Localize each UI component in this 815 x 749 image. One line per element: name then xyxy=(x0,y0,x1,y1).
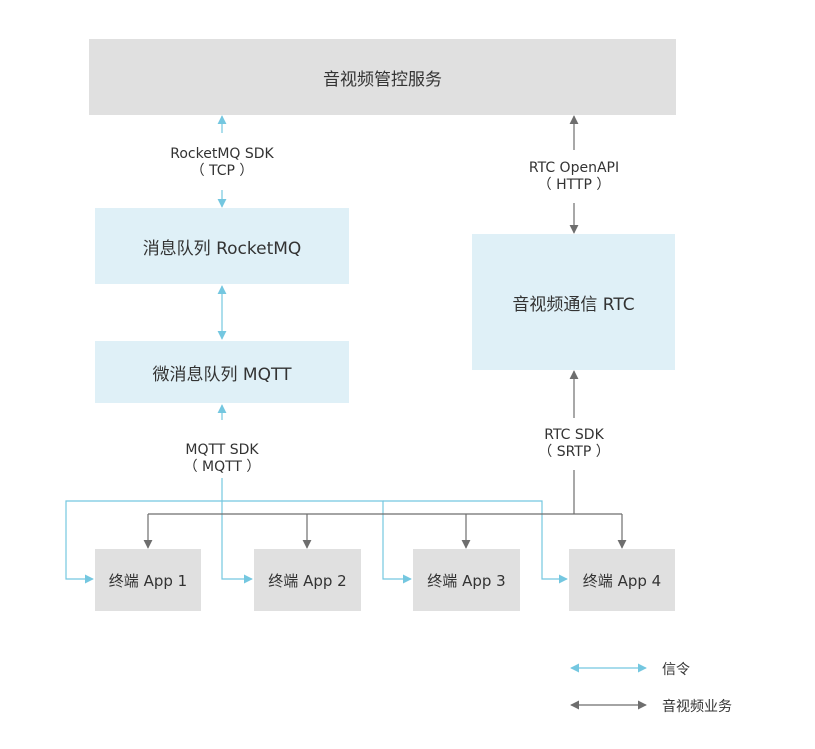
rocketmq-box: 消息队列 RocketMQ xyxy=(95,208,349,284)
app-label-4: 终端 App 4 xyxy=(582,571,662,590)
signaling-to-app-3 xyxy=(222,500,412,584)
app-box-2: 终端 App 2 xyxy=(254,549,361,611)
mqtt-label: 微消息队列 MQTT xyxy=(152,364,292,385)
app-box-1: 终端 App 1 xyxy=(95,549,201,611)
signaling-to-app-2 xyxy=(221,501,253,584)
rtc-sdk-label: RTC SDK （ SRTP ） xyxy=(514,427,634,461)
mqtt-box: 微消息队列 MQTT xyxy=(95,341,349,403)
rtc-openapi-line2: （ HTTP ） xyxy=(537,177,611,193)
control-service-box: 音视频管控服务 xyxy=(89,39,676,115)
mqtt-sdk-line1: MQTT SDK xyxy=(185,442,259,458)
legend-signaling-label: 信令 xyxy=(662,662,690,678)
rtc-sdk-line1: RTC SDK xyxy=(544,427,604,443)
rtc-openapi-label: RTC OpenAPI （ HTTP ） xyxy=(514,160,634,194)
app-box-4: 终端 App 4 xyxy=(569,549,675,611)
rocketmq-label: 消息队列 RocketMQ xyxy=(142,238,302,259)
rtc-sdk-line2: （ SRTP ） xyxy=(538,444,610,460)
rtc-openapi-line1: RTC OpenAPI xyxy=(528,160,620,176)
legend-media-label: 音视频业务 xyxy=(662,699,732,715)
rtc-box: 音视频通信 RTC xyxy=(472,234,675,370)
rocketmq-sdk-line1: RocketMQ SDK xyxy=(170,146,274,162)
app-label-3: 终端 App 3 xyxy=(427,571,506,590)
signaling-to-app-4 xyxy=(383,500,568,584)
rtc-label: 音视频通信 RTC xyxy=(512,294,635,315)
control-service-label: 音视频管控服务 xyxy=(323,69,442,90)
rocketmq-sdk-label: RocketMQ SDK （ TCP ） xyxy=(162,146,282,180)
rocketmq-sdk-line2: （ TCP ） xyxy=(190,163,254,179)
mqtt-sdk-label: MQTT SDK （ MQTT ） xyxy=(162,442,282,476)
app-label-2: 终端 App 2 xyxy=(268,571,347,590)
mqtt-signaling-bus xyxy=(65,478,223,584)
app-box-3: 终端 App 3 xyxy=(413,549,520,611)
app-label-1: 终端 App 1 xyxy=(108,571,188,590)
mqtt-sdk-line2: （ MQTT ） xyxy=(183,459,261,475)
